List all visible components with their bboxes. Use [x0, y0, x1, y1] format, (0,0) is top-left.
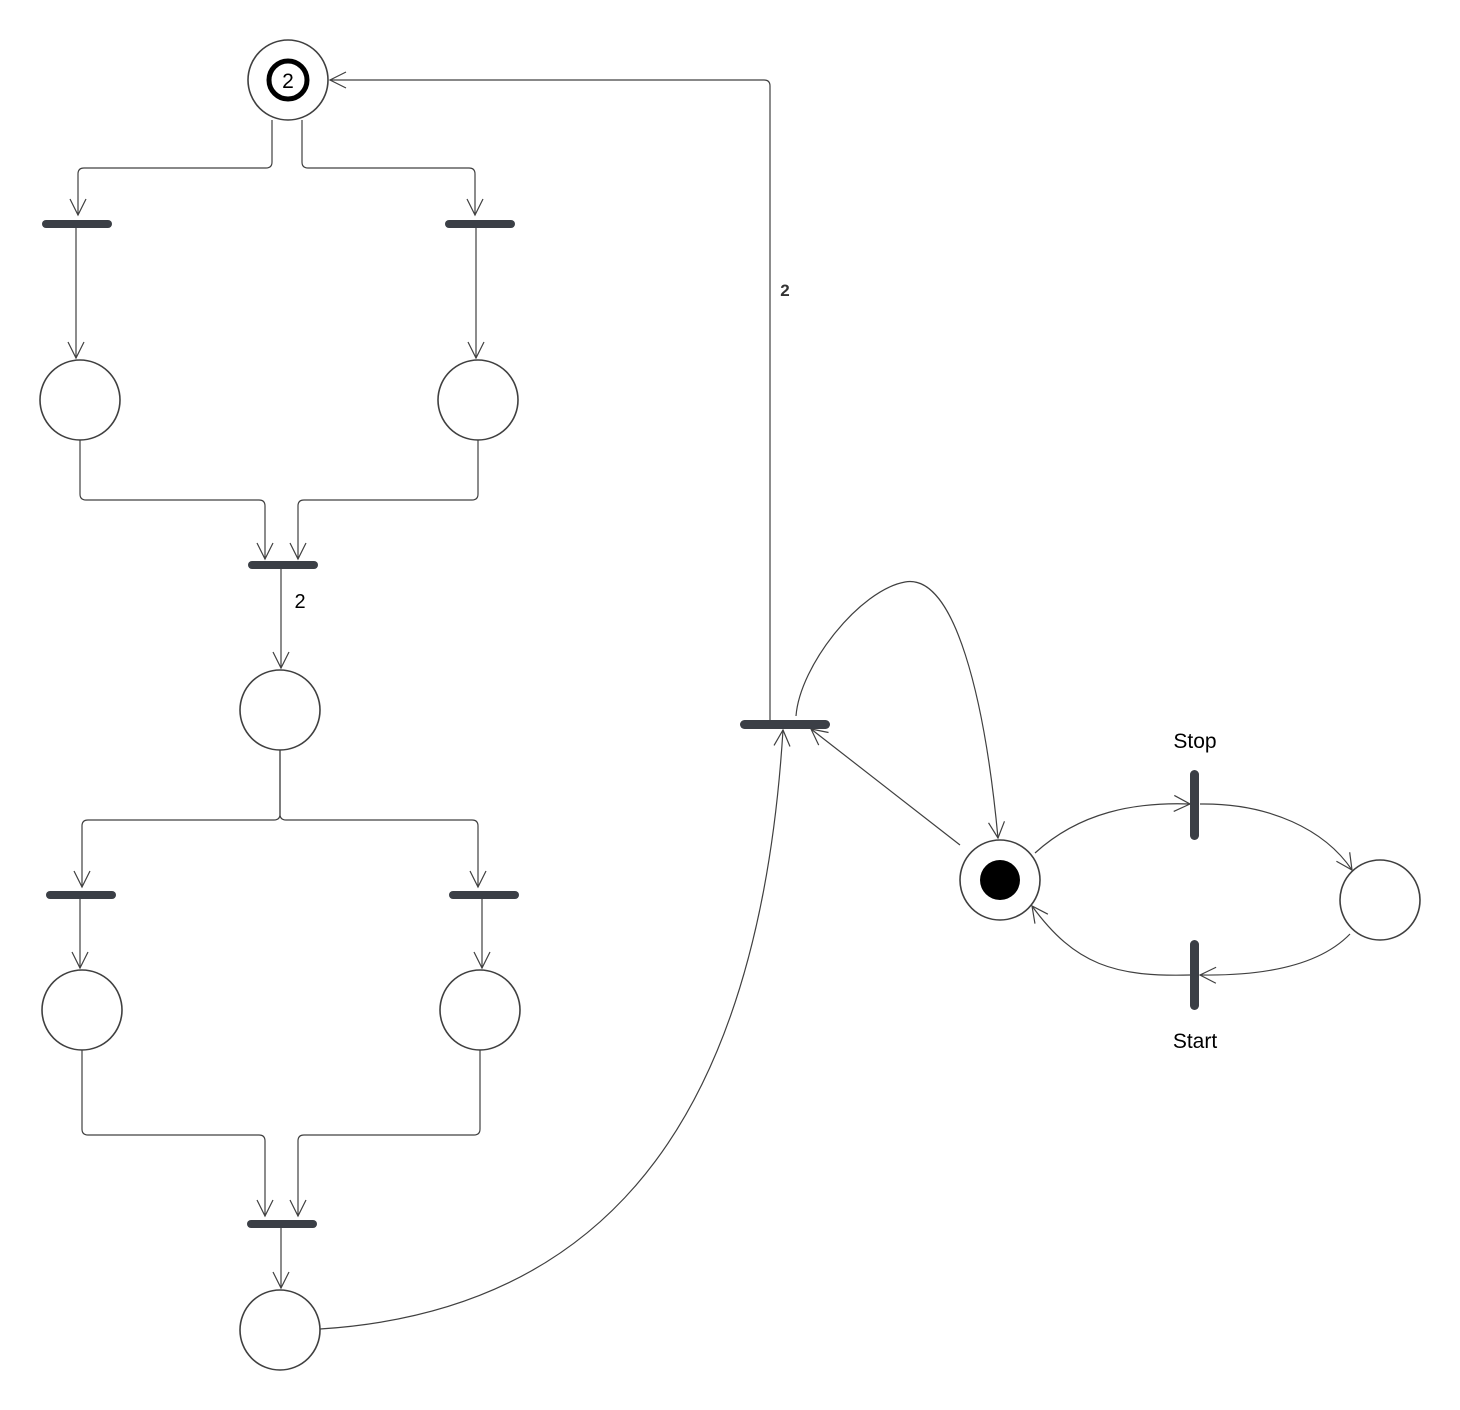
arc-top-to-split-left-1	[69, 120, 273, 217]
transition-join-1[interactable]	[248, 561, 318, 569]
arc-right-2-to-join-2	[289, 1050, 481, 1218]
arc-weight-return: 2	[780, 281, 789, 300]
transition-split-right-2[interactable]	[449, 891, 519, 899]
place-stopped[interactable]	[1339, 859, 1421, 941]
arc-top-to-split-right-1	[301, 120, 484, 217]
transition-stop[interactable]	[1190, 770, 1199, 840]
transition-split-left-2[interactable]	[46, 891, 116, 899]
transition-split-right-1[interactable]	[445, 220, 515, 228]
transition-stop-label: Stop	[1173, 730, 1216, 753]
place-top-token-count: 2	[282, 70, 294, 93]
arc-left-2-to-join-2	[81, 1050, 274, 1218]
place-left-1[interactable]	[39, 359, 121, 441]
arc-return-to-control	[795, 581, 1006, 840]
place-left-2[interactable]	[41, 969, 123, 1051]
arc-left-1-to-join-1	[79, 440, 274, 561]
arc-control-to-return	[809, 728, 961, 846]
arc-stopped-to-start	[1198, 933, 1351, 984]
arcs	[67, 71, 1353, 1330]
place-control[interactable]	[959, 839, 1041, 921]
arc-weight-join-1: 2	[294, 591, 305, 613]
place-right-1[interactable]	[437, 359, 519, 441]
place-right-2[interactable]	[439, 969, 521, 1051]
place-bottom[interactable]	[239, 1289, 321, 1371]
arc-control-to-stop	[1034, 794, 1192, 854]
transition-start[interactable]	[1190, 940, 1199, 1010]
arc-return-to-top	[328, 71, 771, 720]
arc-start-to-control	[1031, 904, 1191, 976]
transition-start-label: Start	[1173, 1030, 1218, 1053]
place-top[interactable]: 2	[247, 39, 329, 121]
transition-join-2[interactable]	[247, 1220, 317, 1228]
arc-right-1-to-join-1	[289, 440, 479, 561]
transition-split-left-1[interactable]	[42, 220, 112, 228]
arc-mid-to-split-left-2	[73, 750, 281, 889]
arc-stop-to-stopped	[1199, 803, 1353, 872]
arc-mid-to-split-right-2	[279, 750, 487, 889]
token	[980, 860, 1020, 900]
place-mid[interactable]	[239, 669, 321, 751]
arc-bottom-to-return	[319, 728, 791, 1330]
transition-return[interactable]	[740, 720, 830, 729]
